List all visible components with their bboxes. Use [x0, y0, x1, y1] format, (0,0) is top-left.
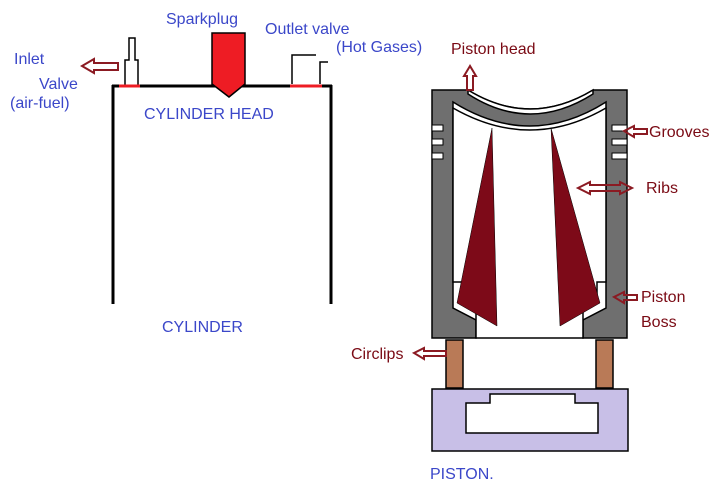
- valve-label: Valve: [39, 76, 78, 93]
- rib-left: [456, 127, 498, 327]
- inlet-label: Inlet: [14, 51, 45, 68]
- grooves-left: [431, 124, 444, 160]
- piston-boss-arrow: [611, 290, 638, 305]
- piston-boss-label-line2: Boss: [641, 314, 677, 331]
- sparkplug-label: Sparkplug: [166, 11, 238, 28]
- outlet-valve: [290, 54, 328, 88]
- inlet-valve: [119, 37, 140, 88]
- circlips-arrow: [411, 346, 447, 361]
- ribs-arrow: [575, 180, 635, 196]
- air-fuel-label: (air-fuel): [10, 95, 70, 112]
- circlip-right: [595, 339, 614, 389]
- piston-head-arrow: [462, 64, 478, 91]
- cylinder-head-label: CYLINDER HEAD: [144, 106, 274, 123]
- circlips-label: Circlips: [351, 346, 403, 363]
- inlet-arrow: [80, 57, 119, 75]
- outlet-valve-label: Outlet valve: [265, 21, 350, 38]
- piston-assembly: [411, 64, 648, 452]
- grooves-right: [611, 124, 628, 160]
- ribs-label: Ribs: [646, 180, 678, 197]
- piston-pin-block: [431, 388, 629, 452]
- piston-crown-surface: [467, 88, 594, 115]
- cylinder-label: CYLINDER: [162, 319, 243, 336]
- piston-head-label: Piston head: [451, 41, 536, 58]
- grooves-arrow: [621, 124, 648, 139]
- circlip-left: [445, 339, 464, 389]
- grooves-label: Grooves: [649, 124, 709, 141]
- sparkplug: [211, 32, 246, 98]
- piston-boss-label-line1: Piston: [641, 289, 685, 306]
- rib-right: [550, 127, 601, 327]
- cylinder-assembly: [80, 32, 333, 304]
- piston-caption: PISTON.: [430, 466, 494, 483]
- hot-gases-label: (Hot Gases): [336, 39, 422, 56]
